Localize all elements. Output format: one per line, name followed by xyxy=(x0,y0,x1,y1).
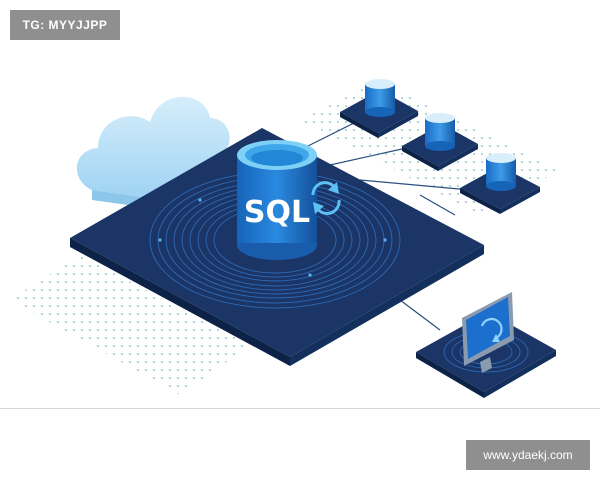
database-node-2 xyxy=(402,113,478,171)
sql-label: SQL xyxy=(244,195,310,230)
monitor-icon xyxy=(462,292,514,373)
dot-grid-left xyxy=(10,255,250,395)
database-node-1 xyxy=(340,79,418,138)
database-node-3 xyxy=(460,153,540,214)
baseline-divider xyxy=(0,408,600,409)
watermark-url: www.ydaekj.com xyxy=(466,440,590,470)
database-icon xyxy=(237,140,317,260)
watermark-top: TG: MYYJJPP xyxy=(10,10,120,40)
cloud-icon xyxy=(76,96,230,208)
sync-icon xyxy=(311,181,341,215)
